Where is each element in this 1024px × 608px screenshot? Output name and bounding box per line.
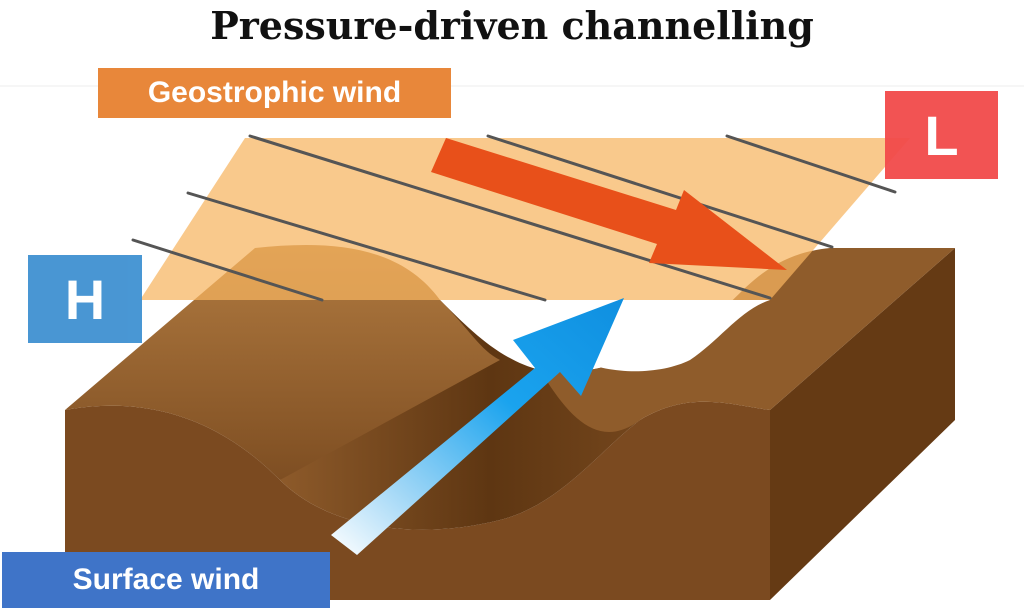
isobar-line [248,134,772,300]
terrain-side-face [770,248,955,600]
terrain-right-ridge [540,248,955,432]
low-pressure-marker: L [885,91,998,179]
high-pressure-marker: H [28,255,142,343]
isobar-line [131,238,324,302]
geostrophic-wind-arrow [431,138,787,270]
terrain-front-face [65,401,770,600]
diagram-title: Pressure-driven channelling [210,3,814,48]
isobar-line [486,134,834,249]
surface-wind-arrow [331,298,624,555]
geostrophic-wind-label: Geostrophic wind [98,68,451,118]
isobar-line [725,134,897,194]
isobar-line [186,191,547,302]
valley-open-air [470,300,770,372]
surface-wind-label: Surface wind [2,552,330,608]
isobars [131,134,897,302]
terrain-left-ridge [65,244,500,480]
